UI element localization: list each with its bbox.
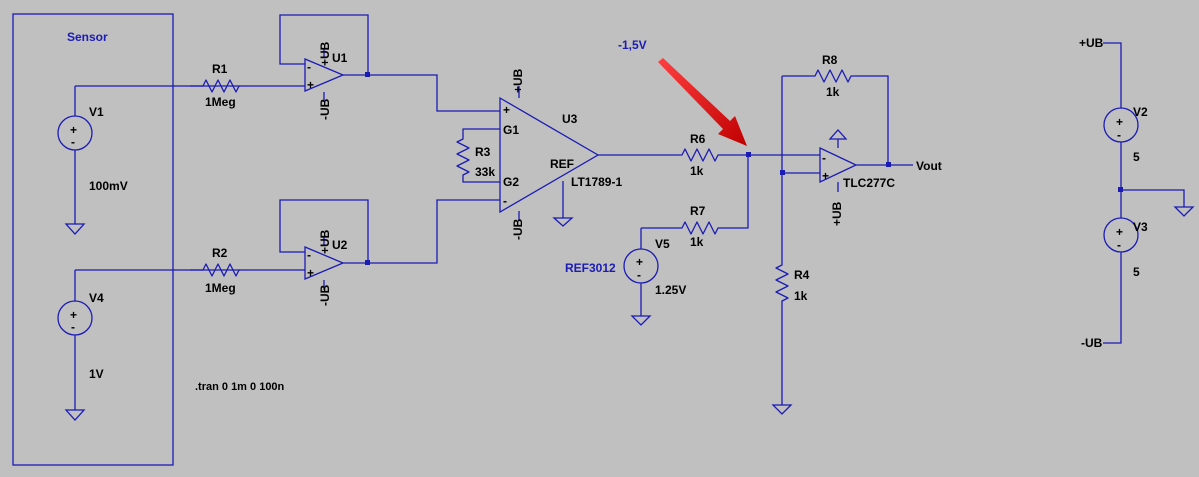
r6-name: R6 xyxy=(690,132,706,146)
r7-value: 1k xyxy=(690,235,704,249)
r6-resistor xyxy=(598,148,820,162)
r1-value: 1Meg xyxy=(205,95,236,109)
svg-text:+: + xyxy=(1116,115,1123,129)
svg-text:-: - xyxy=(822,151,826,165)
svg-text:+: + xyxy=(636,255,643,269)
r1-name: R1 xyxy=(212,62,228,76)
u3-pin-g2: G2 xyxy=(503,175,519,189)
u1-neg-supply: -UB xyxy=(318,98,332,120)
svg-text:+: + xyxy=(1116,225,1123,239)
supply-pos-label: +UB xyxy=(1079,36,1104,50)
svg-text:-: - xyxy=(71,320,75,334)
v2-value: 5 xyxy=(1133,150,1140,164)
svg-text:-: - xyxy=(1117,128,1121,142)
r6-value: 1k xyxy=(690,164,704,178)
supply-neg-label: -UB xyxy=(1081,336,1103,350)
svg-text:+: + xyxy=(822,169,829,183)
v5-part: REF3012 xyxy=(565,261,616,275)
svg-text:-: - xyxy=(307,248,311,262)
svg-text:-: - xyxy=(637,268,641,282)
svg-text:+: + xyxy=(70,123,77,137)
u2-name: U2 xyxy=(332,238,348,252)
u3-pin-g1: G1 xyxy=(503,123,519,137)
u3-pin-ref: REF xyxy=(550,157,574,171)
v1-source: + - xyxy=(57,85,240,235)
r2-resistor xyxy=(190,263,305,277)
u2-pos-supply: +UB xyxy=(318,229,332,254)
u1-name: U1 xyxy=(332,51,348,65)
u1-pos-supply: +UB xyxy=(318,41,332,66)
u4-part: TLC277C xyxy=(843,176,895,190)
svg-text:+: + xyxy=(70,308,77,322)
r1-resistor xyxy=(190,79,305,93)
v5-value: 1.25V xyxy=(655,283,686,297)
r2-name: R2 xyxy=(212,246,228,260)
u3-part: LT1789-1 xyxy=(571,175,622,189)
svg-text:-: - xyxy=(503,194,507,208)
voltage-annotation: -1,5V xyxy=(618,38,647,52)
r4-resistor xyxy=(771,173,793,415)
v4-name: V4 xyxy=(89,291,104,305)
sensor-label: Sensor xyxy=(67,30,108,44)
u3-inamp: + - xyxy=(368,74,600,264)
r3-name: R3 xyxy=(475,145,491,159)
u2-neg-supply: -UB xyxy=(318,284,332,306)
v1-value: 100mV xyxy=(89,179,128,193)
annotation-arrow xyxy=(658,58,747,146)
svg-text:-: - xyxy=(307,60,311,74)
output-net-label: Vout xyxy=(916,159,942,173)
v2-name: V2 xyxy=(1133,105,1148,119)
u4-pos-supply: +UB xyxy=(830,201,844,226)
supply-network: + - + - xyxy=(1103,42,1195,344)
svg-text:-: - xyxy=(71,135,75,149)
r8-name: R8 xyxy=(822,53,838,67)
u4-opamp: - + xyxy=(780,76,913,192)
r3-resistor xyxy=(456,128,500,183)
r3-value: 33k xyxy=(475,165,495,179)
u3-pos-supply: +UB xyxy=(511,68,525,93)
v3-name: V3 xyxy=(1133,220,1148,234)
svg-text:+: + xyxy=(307,78,314,92)
svg-text:+: + xyxy=(503,103,510,117)
spice-directive: .tran 0 1m 0 100n xyxy=(195,381,285,393)
v4-source: + - xyxy=(57,269,240,421)
svg-text:-: - xyxy=(1117,238,1121,252)
u3-name: U3 xyxy=(562,112,578,126)
v4-value: 1V xyxy=(89,367,104,381)
r2-value: 1Meg xyxy=(205,281,236,295)
v3-value: 5 xyxy=(1133,265,1140,279)
v1-name: V1 xyxy=(89,105,104,119)
r7-name: R7 xyxy=(690,204,706,218)
u2-opamp: - + xyxy=(279,199,370,290)
r4-value: 1k xyxy=(794,289,808,303)
u3-neg-supply: -UB xyxy=(511,218,525,240)
r8-resistor xyxy=(782,69,889,165)
sensor-box xyxy=(12,13,174,466)
u1-opamp: - + xyxy=(279,14,370,102)
r8-value: 1k xyxy=(826,85,840,99)
v5-name: V5 xyxy=(655,237,670,251)
r4-name: R4 xyxy=(794,268,810,282)
svg-text:+: + xyxy=(307,266,314,280)
r7-resistor xyxy=(641,155,749,235)
v5-reference: + - xyxy=(623,228,659,326)
